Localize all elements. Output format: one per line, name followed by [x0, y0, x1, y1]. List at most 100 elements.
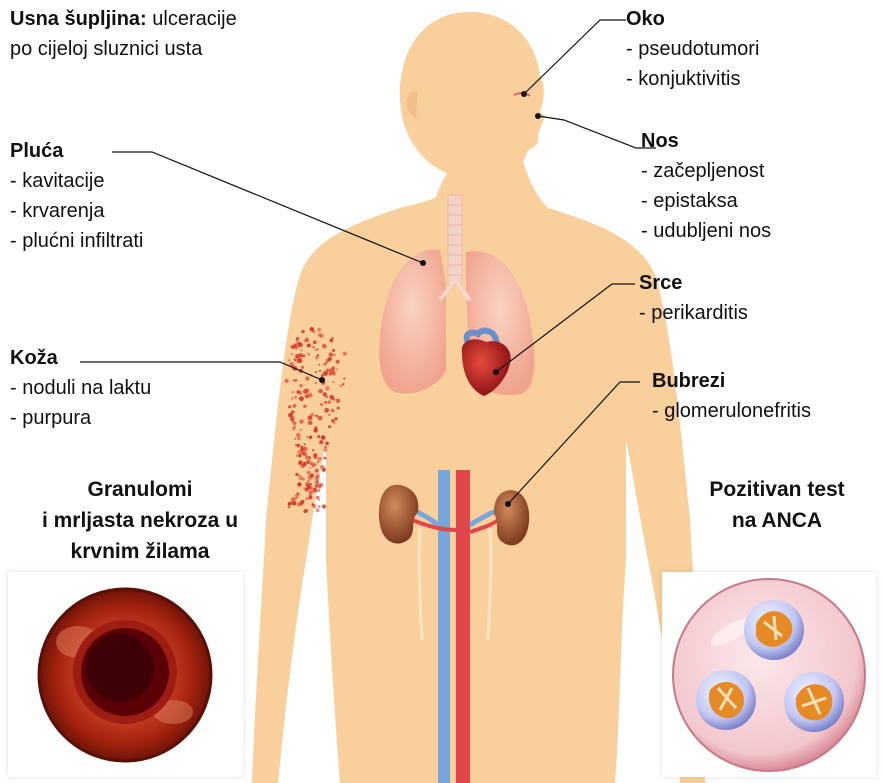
body-silhouette [252, 12, 705, 783]
rash-dot [306, 436, 308, 438]
rash-dot [317, 435, 320, 438]
label-eye: Oko - pseudotumori - konjuktivitis [626, 4, 759, 94]
rash-dot [315, 469, 319, 473]
rash-dot [333, 370, 335, 372]
rash-dot [317, 489, 320, 492]
rash-dot [295, 473, 298, 476]
rash-dot [306, 497, 309, 500]
rash-dot [296, 433, 300, 437]
rash-dot [309, 490, 313, 494]
label-heart: Srce - perikarditis [639, 268, 748, 328]
caption-right-line: na ANCA [672, 505, 882, 536]
rash-dot [318, 333, 322, 337]
rash-dot [308, 415, 313, 420]
rash-dot [312, 465, 315, 468]
rash-dot [307, 353, 310, 356]
rash-dot [312, 449, 315, 452]
rash-dot [320, 465, 324, 469]
rash-dot [315, 382, 317, 384]
rash-dot [295, 379, 298, 382]
rash-dot [298, 353, 303, 358]
rash-dot [291, 353, 293, 355]
rash-dot [322, 344, 327, 349]
rash-dot [304, 443, 306, 445]
rash-dot [312, 346, 315, 349]
rash-dot [320, 440, 324, 444]
rash-dot [309, 436, 313, 440]
rash-dot [294, 345, 299, 350]
rash-dot [297, 482, 301, 486]
rash-dot [318, 505, 321, 508]
label-skin: Koža - noduli na laktu - purpura [10, 343, 151, 433]
rash-dot [328, 414, 330, 416]
caption-right-line: Pozitivan test [672, 474, 882, 505]
rash-dot [316, 496, 320, 500]
neutrophil-cell [696, 670, 756, 730]
rash-dot [296, 338, 299, 341]
label-mouth-line2: po cijeloj sluznici usta [10, 34, 237, 64]
rash-dot [325, 362, 327, 364]
rash-dot [301, 366, 304, 369]
rash-dot [325, 442, 329, 446]
rash-dot [310, 327, 314, 331]
rash-dot [299, 476, 303, 480]
rash-dot [342, 383, 344, 385]
rash-dot [334, 417, 337, 420]
kidney-right [494, 490, 529, 545]
label-skin-title: Koža [10, 343, 151, 373]
rash-dot [309, 467, 311, 469]
rash-dot [300, 429, 302, 431]
vessel-cross-section-image [8, 572, 243, 777]
label-kidneys-title: Bubrezi [652, 366, 811, 396]
rash-dot [332, 381, 334, 383]
rash-dot [307, 479, 310, 482]
rash-dot [325, 395, 328, 398]
label-eye-item: - pseudotumori [626, 34, 759, 64]
rash-dot [318, 457, 322, 461]
leader-nose [538, 116, 656, 148]
label-mouth-text: ulceracije [152, 8, 236, 30]
rash-dot [325, 386, 330, 391]
label-lungs-item: - kavitacije [10, 166, 143, 196]
rash-dot [309, 456, 311, 458]
rash-dot [303, 339, 306, 342]
rash-dot [332, 349, 335, 352]
label-lungs-title: Pluća [10, 136, 143, 166]
rash-dot [318, 416, 323, 421]
rash-dot [314, 453, 317, 456]
label-mouth-title: Usna šupljina: [10, 8, 147, 30]
rash-dot [288, 405, 291, 408]
rash-dot [336, 360, 340, 364]
rash-dot [292, 391, 294, 393]
rash-dot [328, 425, 331, 428]
rash-dot [289, 413, 293, 417]
caption-right: Pozitivan test na ANCA [672, 474, 882, 536]
rash-dot [291, 397, 294, 400]
rash-dot [297, 437, 300, 440]
rash-dot [343, 352, 347, 356]
rash-dot [304, 509, 308, 513]
label-nose-title: Nos [641, 126, 771, 156]
rash-dot [331, 337, 334, 340]
rash-dot [332, 353, 334, 355]
label-lungs: Pluća - kavitacije - krvarenja - plućni … [10, 136, 143, 256]
rash-dot [337, 407, 340, 410]
anca-test-image [662, 572, 876, 777]
rash-dot [322, 504, 326, 508]
rash-dot [309, 494, 312, 497]
label-lungs-item: - plućni infiltrati [10, 226, 143, 256]
rash-dot [296, 455, 298, 457]
rash-dot [323, 457, 325, 459]
rash-dot [309, 483, 311, 485]
rash-dot [317, 328, 321, 332]
vessel-cross-section-svg [8, 572, 243, 777]
rash-dot [294, 438, 296, 440]
rash-dot [292, 501, 297, 506]
rash-dot [293, 426, 295, 428]
rash-dot [306, 337, 308, 339]
trachea [448, 195, 462, 285]
rash-dot [328, 400, 331, 403]
rash-dot [332, 366, 335, 369]
caption-left-line: i mrljasta nekroza u [0, 505, 280, 536]
rash-dot [296, 497, 298, 499]
